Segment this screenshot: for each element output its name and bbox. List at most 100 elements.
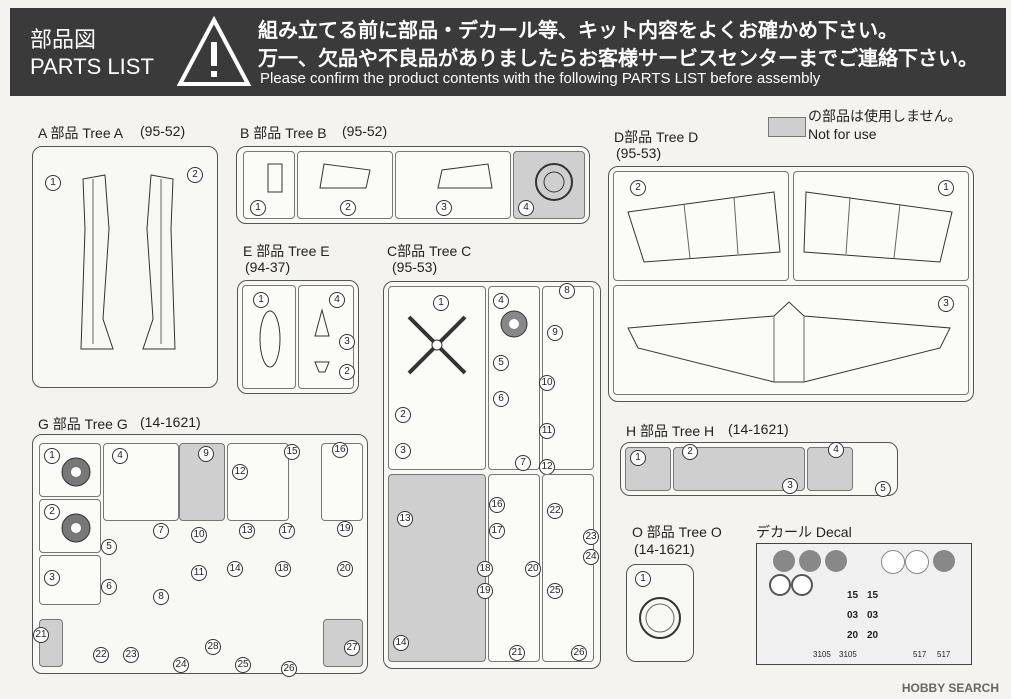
tree-c-cell: 1 2 3 bbox=[388, 286, 486, 470]
tree-g-cell: 1 bbox=[39, 443, 101, 497]
tree-d-frame: 2 1 3 bbox=[608, 166, 974, 402]
tree-o-frame: 1 bbox=[626, 564, 694, 662]
tree-c-cell: 8 9 10 11 12 bbox=[539, 283, 594, 475]
tree-h-cell-not-for-use: 2 3 bbox=[673, 444, 805, 494]
part-number: 7 bbox=[515, 455, 531, 471]
part-number: 26 bbox=[281, 661, 297, 677]
part-number: 25 bbox=[547, 583, 563, 599]
roundel-marking bbox=[933, 550, 955, 572]
part-number: 1 bbox=[253, 292, 269, 308]
part-number: 16 bbox=[489, 497, 505, 513]
cowl-ring-drawing bbox=[639, 597, 681, 639]
tree-e-frame: 1 4 3 2 bbox=[237, 280, 359, 394]
tree-e-cell: 4 3 2 bbox=[298, 285, 355, 389]
part-number: 2 bbox=[630, 180, 646, 196]
roundel-marking bbox=[799, 550, 821, 572]
part-number: 21 bbox=[33, 627, 49, 643]
part-number: 2 bbox=[339, 364, 355, 380]
roundel-marking bbox=[769, 574, 791, 596]
wheel-drawing bbox=[61, 513, 91, 543]
tree-c-cell: 4 5 6 7 bbox=[488, 286, 540, 471]
decal-number: 03 bbox=[867, 610, 879, 621]
part-number: 1 bbox=[630, 450, 646, 466]
tree-g-label: G 部品 Tree G bbox=[38, 416, 128, 432]
tree-g-frame: 1 4 9 12 15 16 2 7 5 10 11 13 17 19 14 1… bbox=[32, 434, 368, 677]
tree-a-frame: 1 2 bbox=[32, 146, 218, 388]
part-number: 24 bbox=[173, 657, 189, 673]
part-number: 3 bbox=[44, 570, 60, 586]
part-number: 26 bbox=[571, 645, 587, 661]
wing-left-upper-drawing bbox=[627, 191, 781, 263]
tree-g-cell: 3 bbox=[39, 555, 101, 605]
part-number: 11 bbox=[539, 423, 555, 439]
tree-g-cell: 16 bbox=[321, 442, 363, 521]
roundel-marking bbox=[791, 574, 813, 596]
part-number: 6 bbox=[493, 391, 509, 407]
tree-b-frame: 1 2 3 4 bbox=[236, 146, 590, 224]
part-number: 10 bbox=[539, 375, 555, 391]
part-number: 4 bbox=[493, 293, 509, 309]
part-number: 23 bbox=[583, 529, 599, 545]
tree-e-label: E 部品 Tree E bbox=[243, 243, 330, 259]
engine-cowl-drawing bbox=[535, 163, 573, 201]
tree-h-label: H 部品 Tree H bbox=[626, 423, 715, 439]
decal-number: 20 bbox=[847, 630, 859, 641]
tree-b-cell: 1 bbox=[243, 151, 295, 219]
not-for-use-jp: の部品は使用しません。 bbox=[808, 108, 962, 124]
part-number: 5 bbox=[493, 355, 509, 371]
part-number: 16 bbox=[332, 442, 348, 458]
part-number: 2 bbox=[187, 167, 203, 183]
tree-b-cell: 3 bbox=[395, 151, 511, 219]
part-number: 9 bbox=[198, 446, 214, 462]
header-notice-line-3: Please confirm the product contents with… bbox=[260, 70, 821, 87]
tree-b-cell: 2 bbox=[297, 151, 393, 219]
part-number: 2 bbox=[340, 200, 356, 216]
roundel-marking bbox=[881, 550, 905, 574]
part-number: 3 bbox=[339, 334, 355, 350]
part-number: 18 bbox=[477, 561, 493, 577]
stabilizer-right-drawing bbox=[437, 163, 493, 189]
part-number: 2 bbox=[44, 504, 60, 520]
hobby-search-watermark: HOBBY SEARCH bbox=[901, 681, 999, 695]
part-number: 1 bbox=[635, 571, 651, 587]
tree-c-code: (95-53) bbox=[392, 259, 438, 275]
part-number: 20 bbox=[337, 561, 353, 577]
stabilizer-left-drawing bbox=[319, 163, 371, 189]
part-number: 11 bbox=[191, 565, 207, 581]
wheel-drawing bbox=[61, 457, 91, 487]
part-number: 18 bbox=[275, 561, 291, 577]
part-number: 1 bbox=[45, 175, 61, 191]
part-number: 1 bbox=[938, 180, 954, 196]
tree-g-cell-not-for-use: 27 bbox=[323, 619, 363, 667]
tree-g-cell-not-for-use: 9 bbox=[179, 443, 225, 521]
tree-o-code: (14-1621) bbox=[634, 541, 695, 557]
part-number: 13 bbox=[397, 511, 413, 527]
part-number: 4 bbox=[112, 448, 128, 464]
tree-c-frame: 1 2 3 4 5 6 7 8 9 10 11 12 13 14 16 17 1… bbox=[383, 281, 601, 669]
part-number: 3 bbox=[782, 478, 798, 494]
tree-e-code: (94-37) bbox=[245, 259, 291, 275]
header-title-jp: 部品図 bbox=[30, 28, 97, 53]
part-number: 13 bbox=[239, 523, 255, 539]
tree-g-code: (14-1621) bbox=[140, 414, 201, 430]
header-notice-line-2: 万一、欠品や不良品がありましたらお客様サービスセンターまでご連絡下さい。 bbox=[258, 46, 978, 70]
part-number: 24 bbox=[583, 549, 599, 565]
part-number: 8 bbox=[559, 283, 575, 299]
tree-h-cell-not-for-use: 4 bbox=[807, 442, 853, 491]
tree-d-label: D部品 Tree D bbox=[614, 129, 699, 145]
tree-e-cell: 1 bbox=[242, 285, 296, 389]
part-number: 2 bbox=[395, 407, 411, 423]
tree-c-cell: 22 23 24 25 26 bbox=[542, 474, 599, 662]
part-number: 22 bbox=[547, 503, 563, 519]
tree-d-code: (95-53) bbox=[616, 145, 662, 161]
decal-number: 03 bbox=[847, 610, 859, 621]
part-number: 12 bbox=[539, 459, 555, 475]
roundel-marking bbox=[773, 550, 795, 572]
tree-b-code: (95-52) bbox=[342, 123, 388, 139]
tree-c-cell: 16 17 18 19 20 21 bbox=[477, 474, 541, 662]
part-number: 3 bbox=[436, 200, 452, 216]
tree-g-cell: 4 bbox=[103, 443, 179, 521]
part-number: 14 bbox=[393, 635, 409, 651]
part-number: 27 bbox=[344, 640, 360, 656]
roundel-marking bbox=[905, 550, 929, 574]
